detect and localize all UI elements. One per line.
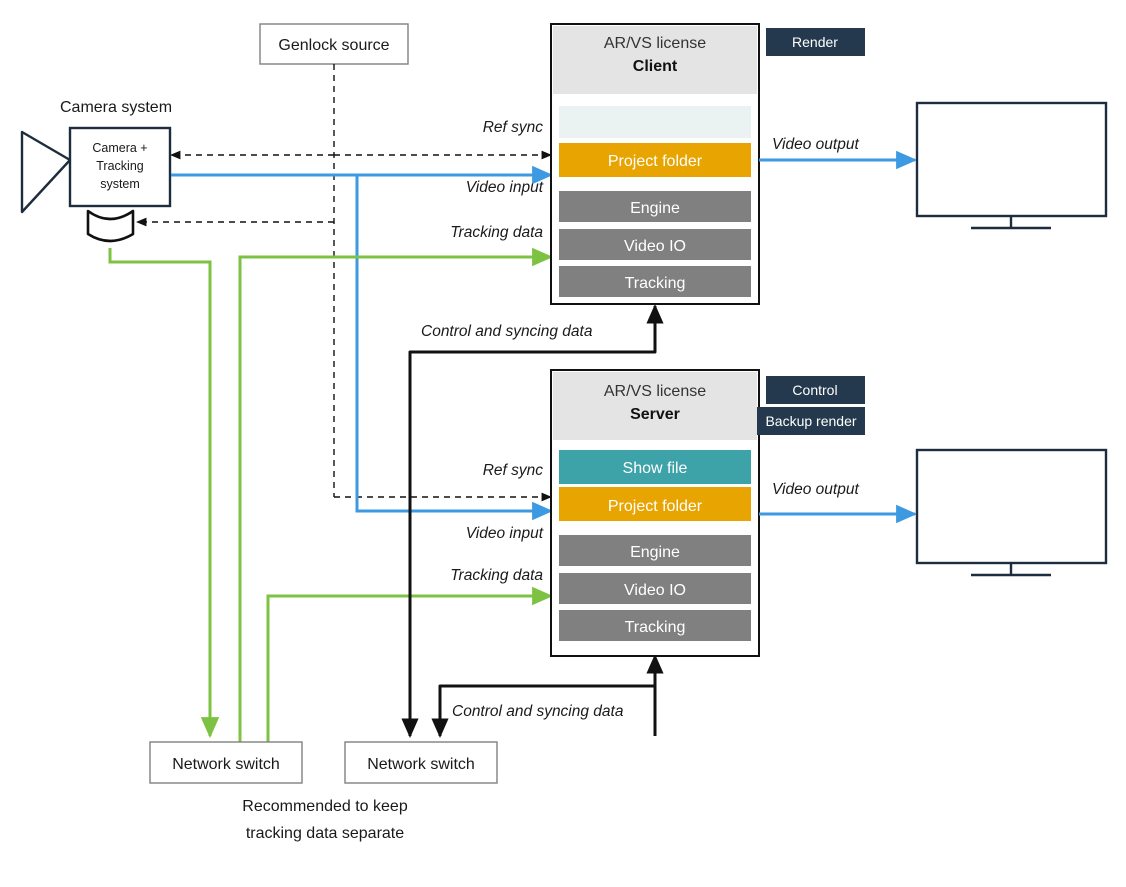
label-video-output-top: Video output (772, 136, 859, 153)
client-row-tracking[interactable] (559, 266, 751, 297)
monitor-bottom-screen (915, 448, 1108, 565)
label-video-input-server: Video input (466, 525, 544, 542)
camera-body-box (68, 126, 172, 208)
label-ref-sync-server: Ref sync (483, 462, 544, 479)
monitor-top (915, 101, 1108, 230)
badge-render[interactable]: Render (766, 28, 865, 56)
camera-line-3: system (100, 177, 140, 191)
monitor-top-screen (915, 101, 1108, 218)
badge-render-bg (766, 28, 865, 56)
server-row-show-file[interactable] (559, 450, 751, 484)
client-row-video-io[interactable] (559, 229, 751, 260)
genlock-source-box (259, 23, 409, 65)
camera-system-group: Camera system Camera + Tracking system (20, 99, 172, 243)
tracking-device-icon (86, 209, 135, 243)
network-switch-left-box (149, 741, 303, 784)
badge-control-bg (766, 376, 865, 404)
label-control-sync-client: Control and syncing data (421, 323, 593, 340)
genlock-source-label: Genlock source (278, 37, 389, 54)
network-switch-left[interactable]: Network switch (149, 741, 303, 784)
camera-system-title: Camera system (60, 99, 172, 116)
network-switch-right-box (344, 741, 498, 784)
camera-line-1: Camera + (92, 141, 147, 155)
server-node[interactable]: AR/VS license Server Show file Project f… (550, 369, 760, 657)
server-row-project-folder-label: Project folder (608, 498, 703, 515)
client-row-project-folder-label: Project folder (608, 153, 703, 170)
label-video-input-client: Video input (466, 179, 544, 196)
client-row-placeholder[interactable] (559, 106, 751, 138)
badge-control[interactable]: Control (766, 376, 865, 404)
server-row-project-folder[interactable] (559, 487, 751, 521)
badge-render-label: Render (792, 34, 838, 50)
badge-control-label: Control (792, 382, 837, 398)
label-tracking-data-server: Tracking data (450, 567, 543, 584)
network-switch-left-label: Network switch (172, 756, 280, 773)
server-row-tracking-label: Tracking (625, 619, 686, 636)
tracking-switch-to-client-line (238, 247, 554, 745)
server-row-engine-label: Engine (630, 544, 680, 561)
badge-backup-render[interactable]: Backup render (757, 407, 865, 435)
client-row-engine-label: Engine (630, 200, 680, 217)
server-license-label: AR/VS license (604, 383, 706, 400)
badge-backup-render-label: Backup render (765, 413, 856, 429)
client-row-engine[interactable] (559, 191, 751, 222)
tracking-to-switch-line (108, 248, 220, 739)
server-row-tracking[interactable] (559, 610, 751, 641)
network-switch-right[interactable]: Network switch (344, 741, 498, 784)
badge-backup-render-bg (757, 407, 865, 435)
server-header-bg (553, 372, 757, 440)
camera-lens-icon (20, 130, 72, 214)
client-row-tracking-label: Tracking (625, 275, 686, 292)
client-row-project-folder[interactable] (559, 143, 751, 177)
client-license-label: AR/VS license (604, 35, 706, 52)
network-switch-right-label: Network switch (367, 756, 475, 773)
client-role-label: Client (633, 58, 678, 75)
switch-note-line-1: Recommended to keep (242, 798, 408, 815)
switch-note-line-2: tracking data separate (246, 825, 404, 842)
label-control-sync-server: Control and syncing data (452, 703, 624, 720)
ctrl-server-to-switch-line (431, 654, 664, 738)
server-row-video-io-label: Video IO (624, 582, 686, 599)
server-row-show-file-label: Show file (623, 460, 688, 477)
server-row-engine[interactable] (559, 535, 751, 566)
client-row-video-io-label: Video IO (624, 238, 686, 255)
label-video-output-bottom: Video output (772, 481, 859, 498)
camera-line-2: Tracking (96, 159, 144, 173)
ctrl-client-to-switch-line (401, 304, 664, 738)
client-header-bg (553, 26, 757, 94)
genlock-source-group: Genlock source (259, 23, 409, 65)
client-node[interactable]: AR/VS license Client Project folder Engi… (550, 23, 760, 305)
label-ref-sync-client: Ref sync (483, 119, 544, 136)
server-row-video-io[interactable] (559, 573, 751, 604)
monitor-bottom (915, 448, 1108, 577)
label-tracking-data-client: Tracking data (450, 224, 543, 241)
server-role-label: Server (630, 406, 680, 423)
